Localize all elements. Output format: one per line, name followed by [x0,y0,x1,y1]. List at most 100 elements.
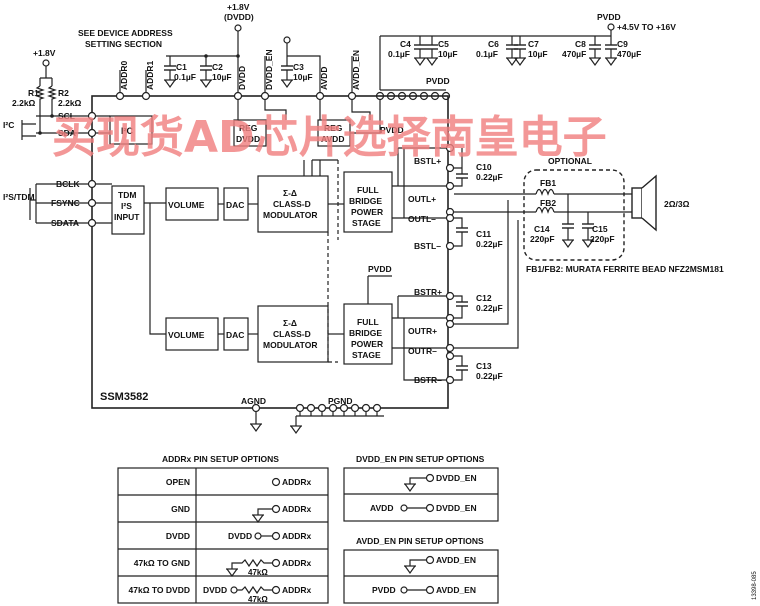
dvdd-en-title: DVDD_EN PIN SETUP OPTIONS [356,454,485,464]
addr0-pin: ADDR0 [119,60,129,90]
outr-plus-pin: OUTR+ [408,326,437,336]
outl-plus-pin: OUTL+ [408,194,436,204]
supply-range-label: +4.5V TO +16V [617,22,676,32]
ssm3582-chip-outline [91,95,449,409]
fb-right-l1: FULL [357,317,379,327]
i2s-bus-label: I²S/TDM [3,192,35,202]
addr-option-label: OPEN [166,477,190,487]
addrx-pin-label: ADDRx [282,531,312,541]
addr-src-label: DVDD [203,585,227,595]
reg-avdd-block [317,119,351,147]
tdm-l2: I²S [121,201,132,211]
dac-right-label: DAC [226,330,244,340]
dvdd-en-row2-pin: DVDD_EN [436,503,477,513]
address-note-1: SEE DEVICE ADDRESS [78,28,173,38]
avdd-en-pin: AVDD_EN [351,50,361,90]
optional-label: OPTIONAL [548,156,592,166]
pvdd-pins-label: PVDD [426,76,450,86]
left-pins [87,111,97,228]
addr-option-label: 47kΩ TO DVDD [129,585,190,595]
i2c-block-label: I²C [121,126,133,136]
c5-label: C5 [438,39,449,49]
mod-right-l2: CLASS-D [273,329,311,339]
c2-label: C2 [212,62,223,72]
figure-id: 13398-085 [752,571,758,600]
c11-label: C11 [476,229,491,239]
volume-left-block [165,187,219,221]
i2c-block [109,115,153,145]
mod-left-l1: Σ-Δ [283,188,297,198]
addrx-pin-circle [271,531,281,541]
addr-option-label: DVDD [166,531,190,541]
mod-left-l2: CLASS-D [273,199,311,209]
bstr-plus-pin: BSTR+ [414,287,442,297]
c5-value: 10µF [438,49,458,59]
fb2-label: FB2 [540,198,556,208]
pgnd-pin-circle [339,403,349,413]
r2-label: R2 [58,88,69,98]
addrx-pin-label: ADDRx [282,504,312,514]
bridge-right-block [343,303,393,365]
c10-label: C10 [476,162,492,172]
pgnd-pin-circle [306,403,316,413]
c15-label: C15 [592,224,608,234]
ferrite-note: FB1/FB2: MURATA FERRITE BEAD NFZ2MSM181 [526,264,724,274]
pgnd-pin-circle [361,403,371,413]
right-pins [445,143,455,385]
r2-value: 2.2kΩ [58,98,82,108]
c14-label: C14 [534,224,550,234]
scl-pin: SCL [58,111,75,121]
c3-label: C3 [293,62,304,72]
fb-left-l3: POWER [351,207,383,217]
watermark-text: 买现货AD芯片选择南皇电子 [52,112,607,163]
fb-left-l2: BRIDGE [349,196,382,206]
pvdd-right-label: PVDD [368,264,392,274]
r1-value: 2.2kΩ [12,98,36,108]
c9-value: 470µF [617,49,641,59]
reg-dvdd-block [233,119,267,147]
addrx-pin-label: ADDRx [282,558,312,568]
fb1-label: FB1 [540,178,556,188]
sda-pin: SDA [58,128,76,138]
avdd-en-row2-pin: AVDD_EN [436,585,476,595]
v18-left-node [42,59,50,67]
avdd-en-src: PVDD [372,585,396,595]
agnd-pin: AGND [241,396,266,406]
bstl-plus-pin: BSTL+ [414,156,441,166]
avdd-en-title: AVDD_EN PIN SETUP OPTIONS [356,536,484,546]
volume-right-label: VOLUME [168,330,205,340]
addr-res-label: 47kΩ [248,568,268,577]
c4-value: 0.1µF [388,49,410,59]
pgnd-pin: PGND [328,396,353,406]
c7-value: 10µF [528,49,548,59]
tdm-input-block [111,185,145,235]
fb-right-l4: STAGE [352,350,381,360]
address-note-2: SETTING SECTION [85,39,162,49]
dvdd-en-row1-pin: DVDD_EN [436,473,477,483]
dvdd-en-pin: DVDD_EN [264,49,274,90]
tdm-l1: TDM [118,190,136,200]
c10-value: 0.22µF [476,172,503,182]
avdd-supply-node [283,36,291,44]
addrx-pin-circle [271,504,281,514]
c13-value: 0.22µF [476,371,503,381]
pvdd-internal-label: PVDD [380,125,404,135]
c4-label: C4 [400,39,411,49]
modulator-left-block [257,175,329,233]
addrx-pin-label: ADDRx [282,477,312,487]
avdd-pin: AVDD [319,67,329,90]
pvdd-supply-node [607,23,615,31]
c1-value: 0.1µF [174,72,196,82]
optional-filter-box [523,169,625,261]
pvdd-decoupling [413,30,618,66]
dvdd-en-src: AVDD [370,503,393,513]
pgnd-pin-row [295,403,382,416]
fb-left-l1: FULL [357,185,379,195]
c12-label: C12 [476,293,492,303]
reg-dvdd-l1: REG [239,123,258,133]
pgnd-pin-circle [317,403,327,413]
addr-res-label: 47kΩ [248,595,268,604]
agnd-pin-circle [251,403,261,413]
c8-label: C8 [575,39,586,49]
